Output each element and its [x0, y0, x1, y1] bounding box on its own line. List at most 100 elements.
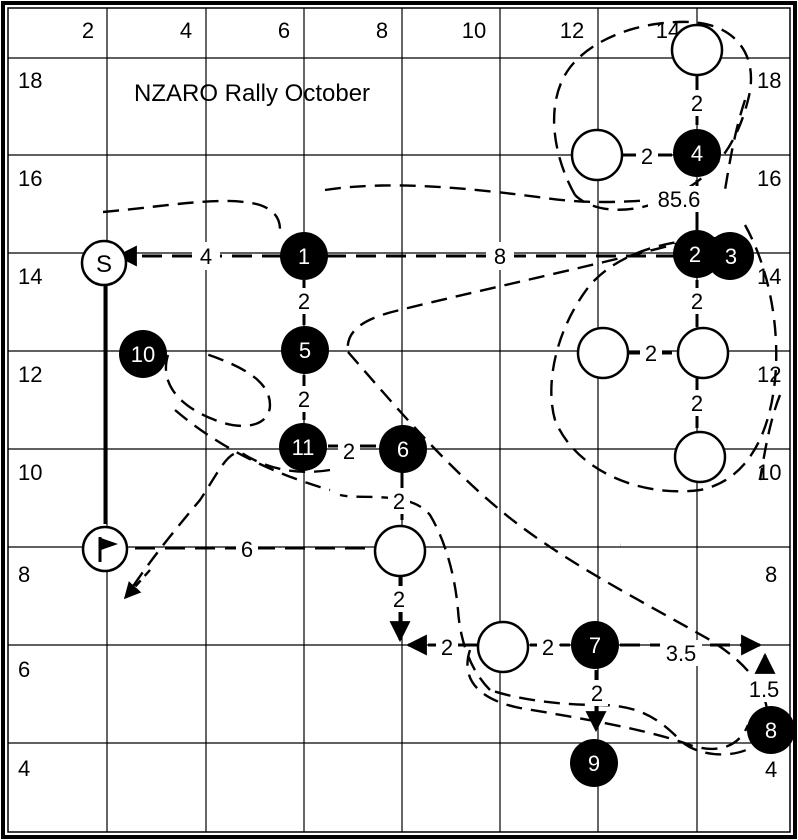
y-tick-label: 16 — [757, 166, 781, 191]
control-label: 8 — [765, 718, 777, 743]
distance-label-bg — [338, 438, 360, 464]
distance-label: 2 — [441, 635, 453, 660]
finish-circle — [81, 525, 129, 573]
distance-label-bg — [744, 676, 784, 702]
control-label: 7 — [589, 633, 601, 658]
empty-circle — [570, 128, 624, 182]
control-label: 9 — [588, 751, 600, 776]
x-tick-label: 8 — [376, 18, 388, 43]
y-tick-label: 10 — [18, 460, 42, 485]
control-circle — [279, 423, 327, 471]
empty-circle — [670, 23, 724, 77]
empty-circle — [676, 326, 730, 380]
x-tick-label: 12 — [560, 18, 584, 43]
y-tick-label: 4 — [765, 757, 777, 782]
control-circle — [673, 129, 721, 177]
x-tick-label: 10 — [462, 18, 486, 43]
distance-label-bg — [293, 386, 315, 412]
map-inner-frame — [7, 7, 791, 833]
empty-circle — [576, 326, 630, 380]
distance-label-bg — [636, 143, 658, 169]
distance-label-bg — [586, 680, 608, 706]
y-axis-labels-left: 18 16 14 12 10 8 6 4 — [18, 68, 42, 781]
distance-label: 3.5 — [666, 641, 697, 666]
control-circle — [571, 621, 619, 669]
control-label: 4 — [691, 141, 703, 166]
empty-circle — [373, 524, 427, 578]
distance-label: 2 — [641, 144, 653, 169]
y-tick-label: 12 — [18, 362, 42, 387]
y-tick-label: 14 — [757, 264, 781, 289]
distance-label: 6 — [241, 537, 253, 562]
distance-labels: 4 8 85.6 2 2 2 2 2 2 2 2 2 2 2 2 2 3.5 1… — [192, 90, 784, 706]
distance-label: 2 — [591, 681, 603, 706]
start-marker: S — [80, 239, 128, 287]
distance-label: 2 — [298, 387, 310, 412]
control-label: 3 — [725, 244, 737, 269]
control-circle — [379, 425, 427, 473]
y-tick-label: 8 — [18, 562, 30, 587]
distance-label: 2 — [393, 587, 405, 612]
control-label: 10 — [131, 342, 155, 367]
distance-label-bg — [660, 640, 702, 666]
distance-label: 1.5 — [749, 677, 780, 702]
route-arrowhead — [123, 569, 151, 600]
control-circle — [706, 232, 754, 280]
distance-label-bg — [686, 90, 708, 116]
start-label: S — [96, 251, 112, 278]
distance-label: 2 — [691, 289, 703, 314]
control-markers: 1 2 3 4 5 6 7 8 9 10 11 — [119, 129, 795, 787]
y-tick-label: 18 — [18, 68, 42, 93]
distance-label: 2 — [645, 341, 657, 366]
distance-label: 2 — [393, 489, 405, 514]
x-tick-label: 4 — [180, 18, 192, 43]
distance-label: 8 — [494, 244, 506, 269]
control-circle — [119, 330, 167, 378]
distance-label-bg — [486, 242, 514, 270]
y-axis-labels-right: 18 16 14 12 10 8 4 — [757, 68, 781, 782]
flag-icon — [98, 537, 118, 562]
control-label: 2 — [689, 242, 701, 267]
start-circle — [80, 239, 128, 287]
distance-label: 2 — [542, 635, 554, 660]
y-tick-label: 12 — [757, 362, 781, 387]
control-circle — [280, 232, 328, 280]
y-tick-label: 14 — [18, 264, 42, 289]
distance-label: 2 — [691, 391, 703, 416]
distance-label: 2 — [298, 289, 310, 314]
distance-label-bg — [388, 586, 410, 612]
x-tick-label: 6 — [278, 18, 290, 43]
control-label: 11 — [292, 435, 315, 460]
control-circle — [281, 326, 329, 374]
control-label: 5 — [299, 338, 311, 363]
distance-label-bg — [236, 536, 258, 562]
distance-label-bg — [192, 242, 220, 270]
distance-label-bg — [648, 186, 710, 212]
distance-label: 2 — [343, 439, 355, 464]
y-tick-label: 18 — [757, 68, 781, 93]
control-circle — [570, 739, 618, 787]
distance-label-bg — [686, 288, 708, 314]
empty-circle — [476, 620, 530, 674]
y-tick-label: 16 — [18, 166, 42, 191]
distance-label-bg — [640, 340, 662, 366]
control-circle — [747, 706, 795, 754]
empty-circle — [673, 430, 727, 484]
distance-label: 2 — [691, 91, 703, 116]
distance-label: 4 — [200, 244, 212, 269]
y-tick-label: 6 — [18, 657, 30, 682]
finish-marker — [81, 525, 129, 573]
control-label: 1 — [298, 244, 310, 269]
x-tick-label: 2 — [82, 18, 94, 43]
control-label: 6 — [397, 437, 409, 462]
page-title: NZARO Rally October — [134, 80, 370, 107]
distance-label-bg — [436, 634, 458, 660]
distance-label-bg — [686, 390, 708, 416]
empty-markers — [373, 23, 730, 674]
distance-label-bg — [537, 634, 559, 660]
y-tick-label: 8 — [765, 562, 777, 587]
distance-label-bg — [293, 288, 315, 314]
x-axis-labels: 2 4 6 8 10 12 14 — [82, 18, 680, 43]
